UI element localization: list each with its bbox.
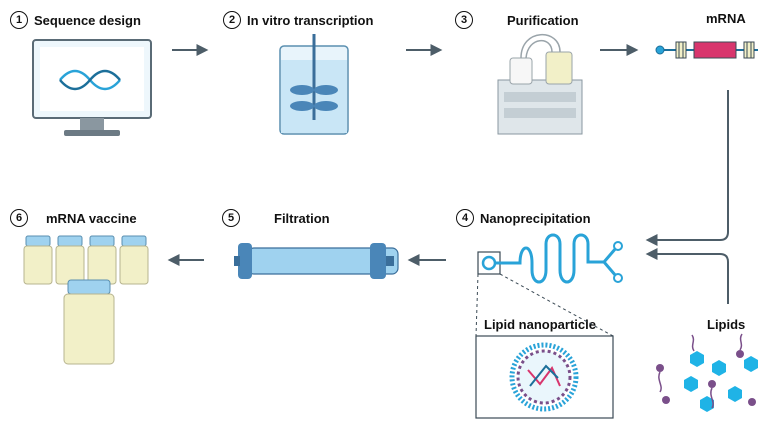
step-number: 1 [10, 11, 28, 29]
step-title: Sequence design [34, 12, 141, 28]
computer-monitor-icon [32, 39, 152, 136]
step-title: Purification [507, 12, 579, 28]
step-number: 6 [10, 209, 28, 227]
lipids-cluster-icon [656, 333, 758, 412]
lipid-nanoparticle-icon [509, 342, 579, 412]
dna-helix-icon [59, 69, 121, 91]
step-2-label: 2 In vitro transcription [223, 11, 373, 29]
step-5-label: 5 Filtration [222, 209, 330, 227]
arrow-lipids-to-4 [645, 248, 729, 304]
step-title: In vitro transcription [247, 12, 374, 28]
step-4-label: 4 Nanoprecipitation [456, 209, 591, 227]
step-number: 3 [455, 11, 473, 29]
lipids-label: Lipids [707, 317, 746, 332]
step-6-label: 6 mRNA vaccine [10, 209, 137, 227]
zoom-line-right [499, 273, 614, 337]
step-title: Nanoprecipitation [480, 210, 591, 226]
arrow-mrna-to-4 [645, 90, 729, 246]
microfluidic-chip-icon [477, 233, 623, 284]
beaker-icon [279, 34, 349, 135]
step-number: 2 [223, 11, 241, 29]
mrna-strand-icon [655, 41, 758, 59]
vaccine-vials-icon [23, 235, 149, 365]
step-title: mRNA vaccine [46, 210, 137, 226]
step-title: Filtration [274, 210, 330, 226]
filtration-column-icon [234, 243, 399, 279]
step-3-label: 3 Purification [455, 11, 579, 29]
step-number: 5 [222, 209, 240, 227]
purification-apparatus-icon [497, 34, 583, 135]
zoom-line-left [475, 273, 479, 337]
step-1-label: 1 Sequence design [10, 11, 141, 29]
lipid-nanoparticle-label: Lipid nanoparticle [484, 317, 596, 332]
step-number: 4 [456, 209, 474, 227]
mrna-label: mRNA [706, 11, 746, 26]
